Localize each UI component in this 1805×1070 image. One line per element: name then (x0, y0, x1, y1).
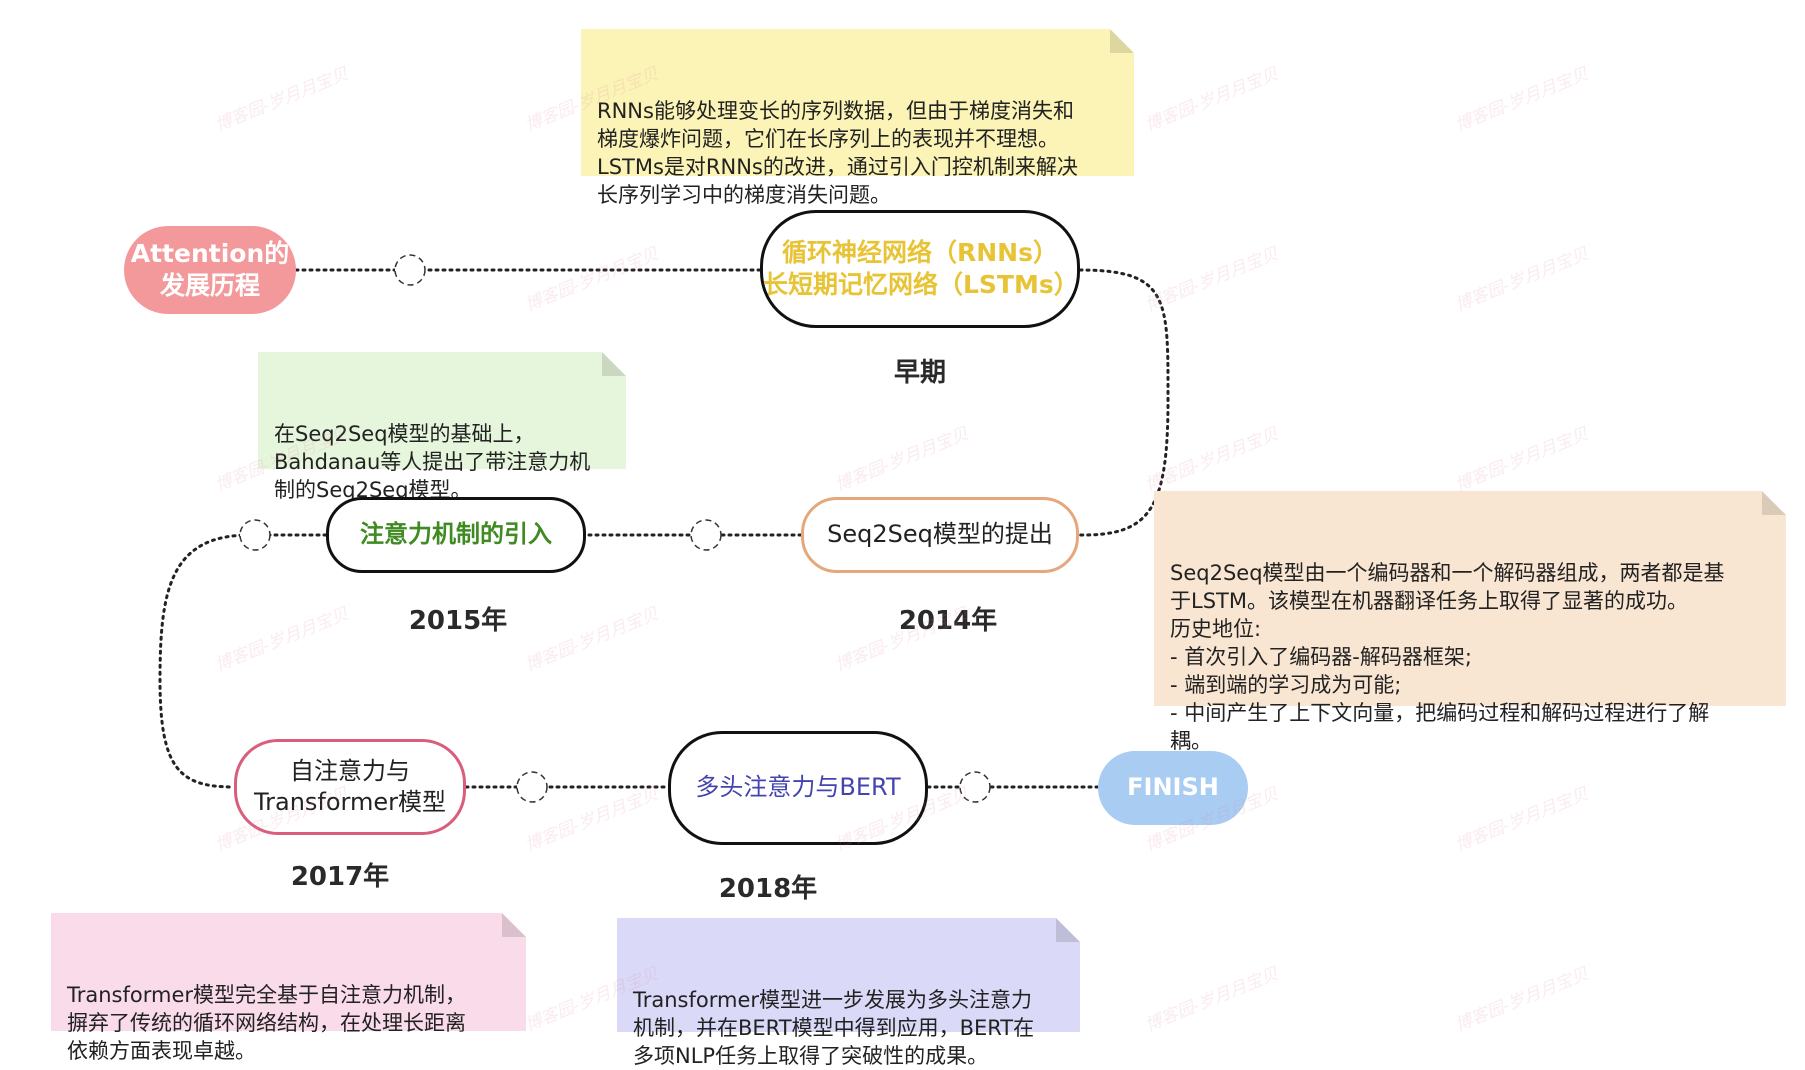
note-transformer-text: Transformer模型完全基于自注意力机制， 摒弃了传统的循环网络结构，在处… (67, 983, 467, 1063)
connector-dot-1 (394, 254, 426, 286)
note-bert-text: Transformer模型进一步发展为多头注意力 机制，并在BERT模型中得到应… (633, 988, 1035, 1068)
connector-dot-5 (959, 771, 991, 803)
note-fold (1056, 918, 1080, 942)
start-node-line-2: 发展历程 (159, 271, 260, 300)
start-node[interactable]: Attention的 发展历程 (124, 226, 296, 314)
node-transformer-line-2: Transformer模型 (253, 788, 446, 816)
year-label-transformer: 2017年 (290, 862, 390, 892)
node-transformer[interactable]: 自注意力与 Transformer模型 (234, 739, 466, 835)
node-bert[interactable]: 多头注意力与BERT (668, 731, 928, 845)
year-label-attention: 2015年 (408, 606, 508, 636)
node-rnn-line-2: 长短期记忆网络（LSTMs） (763, 270, 1079, 299)
note-fold (602, 352, 626, 376)
note-bahdanau-text: 在Seq2Seq模型的基础上， Bahdanau等人提出了带注意力机 制的Seq… (274, 422, 591, 502)
finish-node-label: FINISH (1127, 773, 1219, 802)
note-fold (502, 913, 526, 937)
year-label-bert: 2018年 (718, 874, 818, 904)
link-attention-transformer (158, 533, 328, 789)
note-seq2seq-text: Seq2Seq模型由一个编码器和一个解码器组成，两者都是基 于LSTM。该模型在… (1170, 561, 1725, 753)
note-seq2seq: Seq2Seq模型由一个编码器和一个解码器组成，两者都是基 于LSTM。该模型在… (1154, 491, 1786, 753)
year-label-rnn: 早期 (893, 358, 946, 388)
node-attention[interactable]: 注意力机制的引入 (326, 497, 586, 573)
node-seq2seq-label: Seq2Seq模型的提出 (827, 520, 1053, 549)
finish-node[interactable]: FINISH (1098, 751, 1248, 825)
node-bert-label: 多头注意力与BERT (695, 773, 901, 802)
note-rnn-text: RNNs能够处理变长的序列数据，但由于梯度消失和 梯度爆炸问题，它们在长序列上的… (597, 99, 1078, 207)
year-label-seq2seq: 2014年 (898, 606, 998, 636)
link-rnn-seq2seq (1077, 268, 1170, 537)
note-fold (1762, 491, 1786, 515)
note-transformer: Transformer模型完全基于自注意力机制， 摒弃了传统的循环网络结构，在处… (51, 913, 526, 1063)
node-transformer-line-1: 自注意力与 (289, 756, 410, 785)
note-bert: Transformer模型进一步发展为多头注意力 机制，并在BERT模型中得到应… (617, 918, 1080, 1068)
node-rnn-line-1: 循环神经网络（RNNs） (782, 237, 1058, 267)
connector-dot-4 (516, 771, 548, 803)
note-fold (1110, 29, 1134, 53)
node-attention-label: 注意力机制的引入 (360, 520, 552, 549)
note-rnn: RNNs能够处理变长的序列数据，但由于梯度消失和 梯度爆炸问题，它们在长序列上的… (581, 29, 1134, 207)
node-seq2seq[interactable]: Seq2Seq模型的提出 (801, 497, 1079, 573)
connector-dot-2 (690, 519, 722, 551)
connector-dot-3 (239, 519, 271, 551)
start-node-line-1: Attention的 (130, 238, 290, 268)
note-bahdanau: 在Seq2Seq模型的基础上， Bahdanau等人提出了带注意力机 制的Seq… (258, 352, 626, 502)
node-rnn[interactable]: 循环神经网络（RNNs） 长短期记忆网络（LSTMs） (760, 210, 1080, 328)
